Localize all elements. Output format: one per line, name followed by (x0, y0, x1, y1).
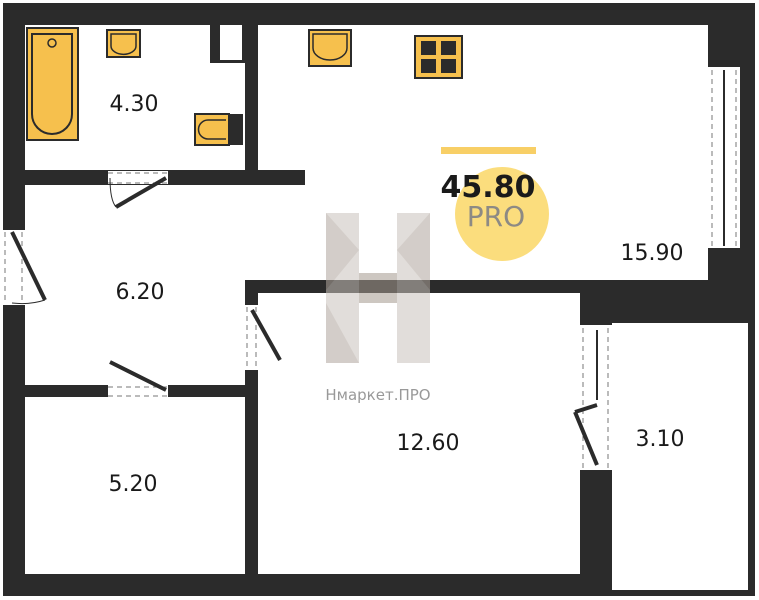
area-hallway: 6.20 (116, 280, 165, 305)
shaft-inner (220, 25, 242, 60)
window-right (710, 67, 738, 248)
window-left (3, 230, 25, 305)
room-small (25, 397, 245, 574)
wall-right (740, 25, 755, 260)
wall-top-right (708, 3, 755, 25)
room-balcony (612, 323, 748, 590)
toilet-icon (194, 113, 243, 146)
wall-right-a (708, 25, 740, 67)
total-underline (441, 147, 536, 154)
area-bedroom: 12.60 (397, 431, 460, 456)
total-suffix: PRO (467, 200, 525, 233)
door-entrance[interactable] (10, 231, 47, 305)
area-balcony: 3.10 (636, 427, 685, 452)
window-balcony (580, 325, 612, 470)
area-living-kitchen: 15.90 (621, 241, 684, 266)
hall-connector (240, 185, 270, 280)
door-room[interactable] (108, 360, 168, 397)
wall-right-b (708, 248, 755, 280)
room-hallway (25, 185, 245, 385)
logo-text: Нмаркет.ПРО (325, 386, 430, 404)
stove-icon (414, 35, 463, 79)
door-bathroom[interactable] (108, 171, 168, 209)
area-bathroom: 4.30 (110, 92, 159, 117)
bathtub-icon (26, 27, 79, 141)
logo-watermark (326, 213, 430, 363)
sink-icon (106, 29, 141, 58)
badge-circle (455, 167, 549, 261)
area-room: 5.20 (109, 472, 158, 497)
wall-stub (245, 170, 305, 185)
door-bedroom[interactable] (245, 305, 282, 370)
kitchen-sink-icon (308, 29, 352, 67)
total-area: 45.80 (441, 170, 536, 205)
door-balcony[interactable] (573, 403, 599, 466)
